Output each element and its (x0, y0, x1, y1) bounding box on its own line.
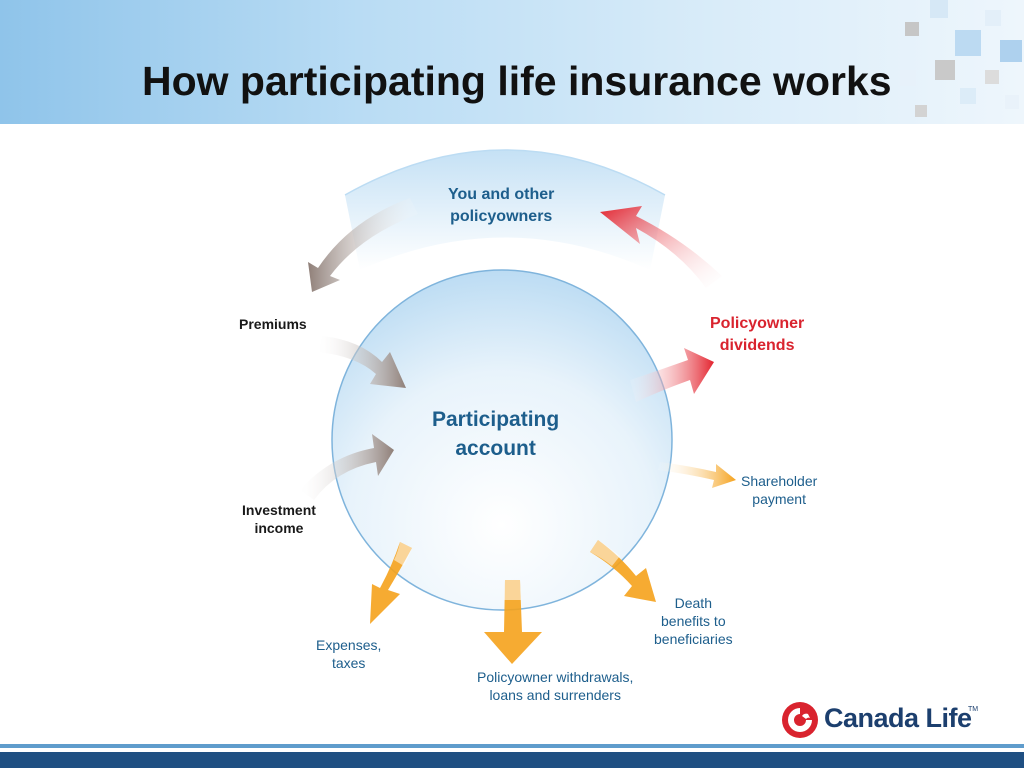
shareholder-payment-arrow (658, 462, 736, 488)
label-policyowners: You and other policyowners (448, 186, 555, 225)
title-banner (0, 0, 1024, 124)
participating-account-circle (331, 269, 673, 611)
dividends-arrow (630, 348, 714, 402)
label-participating-account: Participating account (432, 408, 560, 460)
label-shareholder-payment: Shareholder payment (741, 473, 818, 507)
label-policyowner-dividends: Policyowner dividends (710, 315, 805, 354)
slide-title: How participating life insurance works (142, 58, 892, 104)
decorative-squares (900, 0, 1022, 117)
investment-income-arrow (300, 434, 394, 500)
withdrawals-arrow (484, 580, 542, 664)
policyowners-band (345, 150, 665, 270)
label-withdrawals: Policyowner withdrawals, loans and surre… (477, 669, 634, 703)
canada-life-logo: Canada Life TM (780, 700, 980, 740)
label-premiums: Premiums (239, 316, 307, 332)
premiums-arrow (318, 336, 406, 388)
brand-name: Canada Life (824, 703, 972, 733)
canada-life-emblem-icon (782, 702, 818, 738)
label-expenses-taxes: Expenses, taxes (316, 637, 382, 671)
footer-bar (0, 752, 1024, 768)
trademark-mark: TM (968, 706, 979, 713)
dividends-return-arrow (600, 206, 722, 288)
premiums-arrow-top (308, 198, 418, 292)
label-death-benefits: Death benefits to beneficiaries (654, 595, 733, 647)
footer-line (0, 744, 1024, 748)
label-investment-income: Investment income (242, 502, 316, 536)
